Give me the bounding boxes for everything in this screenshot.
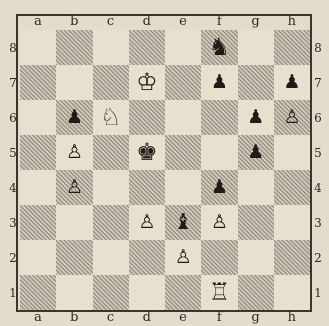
square-c3: [93, 205, 129, 240]
file-label-a: a: [20, 15, 56, 28]
square-f2: [201, 240, 237, 275]
square-f1: [201, 275, 237, 310]
rank-label-7: 7: [312, 77, 324, 89]
square-a4: [20, 170, 56, 205]
square-g4: [238, 170, 274, 205]
square-h3: [274, 205, 310, 240]
rank-label-6: 6: [7, 112, 19, 124]
square-g3: [238, 205, 274, 240]
square-c7: [93, 65, 129, 100]
square-a8: [20, 30, 56, 65]
rank-label-2: 2: [312, 252, 324, 264]
rank-label-1: 1: [312, 287, 324, 299]
square-e1: [165, 275, 201, 310]
square-e6: [165, 100, 201, 135]
square-g6: [238, 100, 274, 135]
file-label-c: c: [93, 15, 129, 28]
file-label-b: b: [56, 311, 92, 324]
square-h1: [274, 275, 310, 310]
square-a2: [20, 240, 56, 275]
rank-label-6: 6: [312, 112, 324, 124]
square-g8: [238, 30, 274, 65]
file-label-e: e: [165, 15, 201, 28]
square-e8: [165, 30, 201, 65]
square-f5: [201, 135, 237, 170]
file-label-h: h: [274, 15, 310, 28]
square-a1: [20, 275, 56, 310]
square-c4: [93, 170, 129, 205]
square-g2: [238, 240, 274, 275]
rank-label-5: 5: [7, 147, 19, 159]
square-h5: [274, 135, 310, 170]
square-b5: [56, 135, 92, 170]
square-g1: [238, 275, 274, 310]
file-label-g: g: [238, 311, 274, 324]
square-b8: [56, 30, 92, 65]
square-g5: [238, 135, 274, 170]
chess-board: ♞♔♟♟♟♘♟♙♙♚♟♙♟♙♝♙♙♖: [20, 30, 310, 310]
square-d3: [129, 205, 165, 240]
square-d5: [129, 135, 165, 170]
square-c5: [93, 135, 129, 170]
rank-label-7: 7: [7, 77, 19, 89]
square-e4: [165, 170, 201, 205]
square-b3: [56, 205, 92, 240]
file-label-f: f: [201, 15, 237, 28]
square-f8: [201, 30, 237, 65]
square-h6: [274, 100, 310, 135]
rank-label-4: 4: [312, 182, 324, 194]
square-h8: [274, 30, 310, 65]
rank-label-8: 8: [312, 42, 324, 54]
rank-label-1: 1: [7, 287, 19, 299]
square-h7: [274, 65, 310, 100]
rank-label-5: 5: [312, 147, 324, 159]
square-f6: [201, 100, 237, 135]
square-d2: [129, 240, 165, 275]
file-label-d: d: [129, 15, 165, 28]
square-d8: [129, 30, 165, 65]
square-c6: [93, 100, 129, 135]
square-a7: [20, 65, 56, 100]
square-b6: [56, 100, 92, 135]
square-e7: [165, 65, 201, 100]
file-label-d: d: [129, 311, 165, 324]
square-a3: [20, 205, 56, 240]
file-label-h: h: [274, 311, 310, 324]
square-e5: [165, 135, 201, 170]
square-g7: [238, 65, 274, 100]
rank-label-3: 3: [7, 217, 19, 229]
file-label-a: a: [20, 311, 56, 324]
square-a5: [20, 135, 56, 170]
square-f4: [201, 170, 237, 205]
rank-label-3: 3: [312, 217, 324, 229]
file-label-b: b: [56, 15, 92, 28]
rank-label-2: 2: [7, 252, 19, 264]
square-b4: [56, 170, 92, 205]
square-c1: [93, 275, 129, 310]
file-label-f: f: [201, 311, 237, 324]
square-d7: [129, 65, 165, 100]
square-d6: [129, 100, 165, 135]
square-c2: [93, 240, 129, 275]
square-c8: [93, 30, 129, 65]
square-d1: [129, 275, 165, 310]
square-f3: [201, 205, 237, 240]
square-b7: [56, 65, 92, 100]
square-b2: [56, 240, 92, 275]
square-h2: [274, 240, 310, 275]
square-b1: [56, 275, 92, 310]
square-f7: [201, 65, 237, 100]
file-label-c: c: [93, 311, 129, 324]
square-h4: [274, 170, 310, 205]
square-d4: [129, 170, 165, 205]
rank-label-4: 4: [7, 182, 19, 194]
square-a6: [20, 100, 56, 135]
square-e3: [165, 205, 201, 240]
square-e2: [165, 240, 201, 275]
rank-label-8: 8: [7, 42, 19, 54]
file-label-g: g: [238, 15, 274, 28]
file-label-e: e: [165, 311, 201, 324]
